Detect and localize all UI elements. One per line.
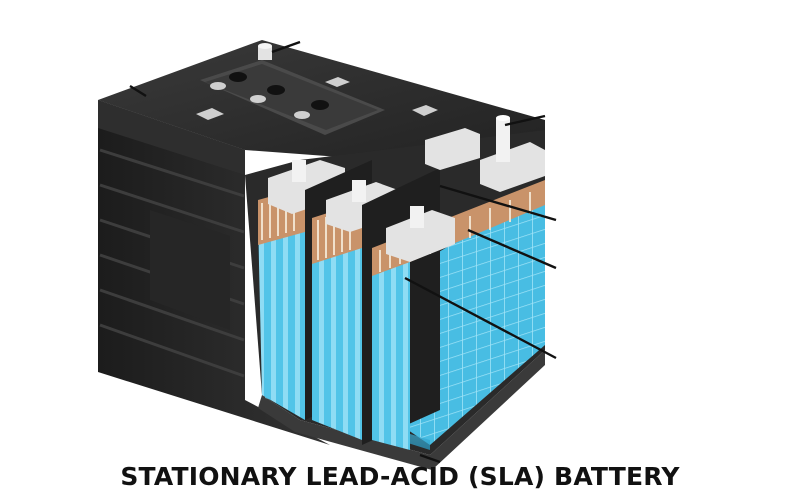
battery-interior <box>245 115 545 470</box>
diagram-title: STATIONARY LEAD-ACID (SLA) BATTERY <box>120 462 680 491</box>
callout-lines <box>129 40 557 464</box>
battery-case <box>98 100 330 445</box>
callout-line-1 <box>271 40 301 54</box>
callout-line-7 <box>419 453 441 464</box>
callout-line-4 <box>439 184 557 222</box>
callout-line-6 <box>404 276 557 360</box>
callout-line-5 <box>467 228 557 270</box>
callout-line-2 <box>129 84 147 98</box>
battery-lid <box>98 40 545 160</box>
callout-line-3 <box>504 114 546 127</box>
